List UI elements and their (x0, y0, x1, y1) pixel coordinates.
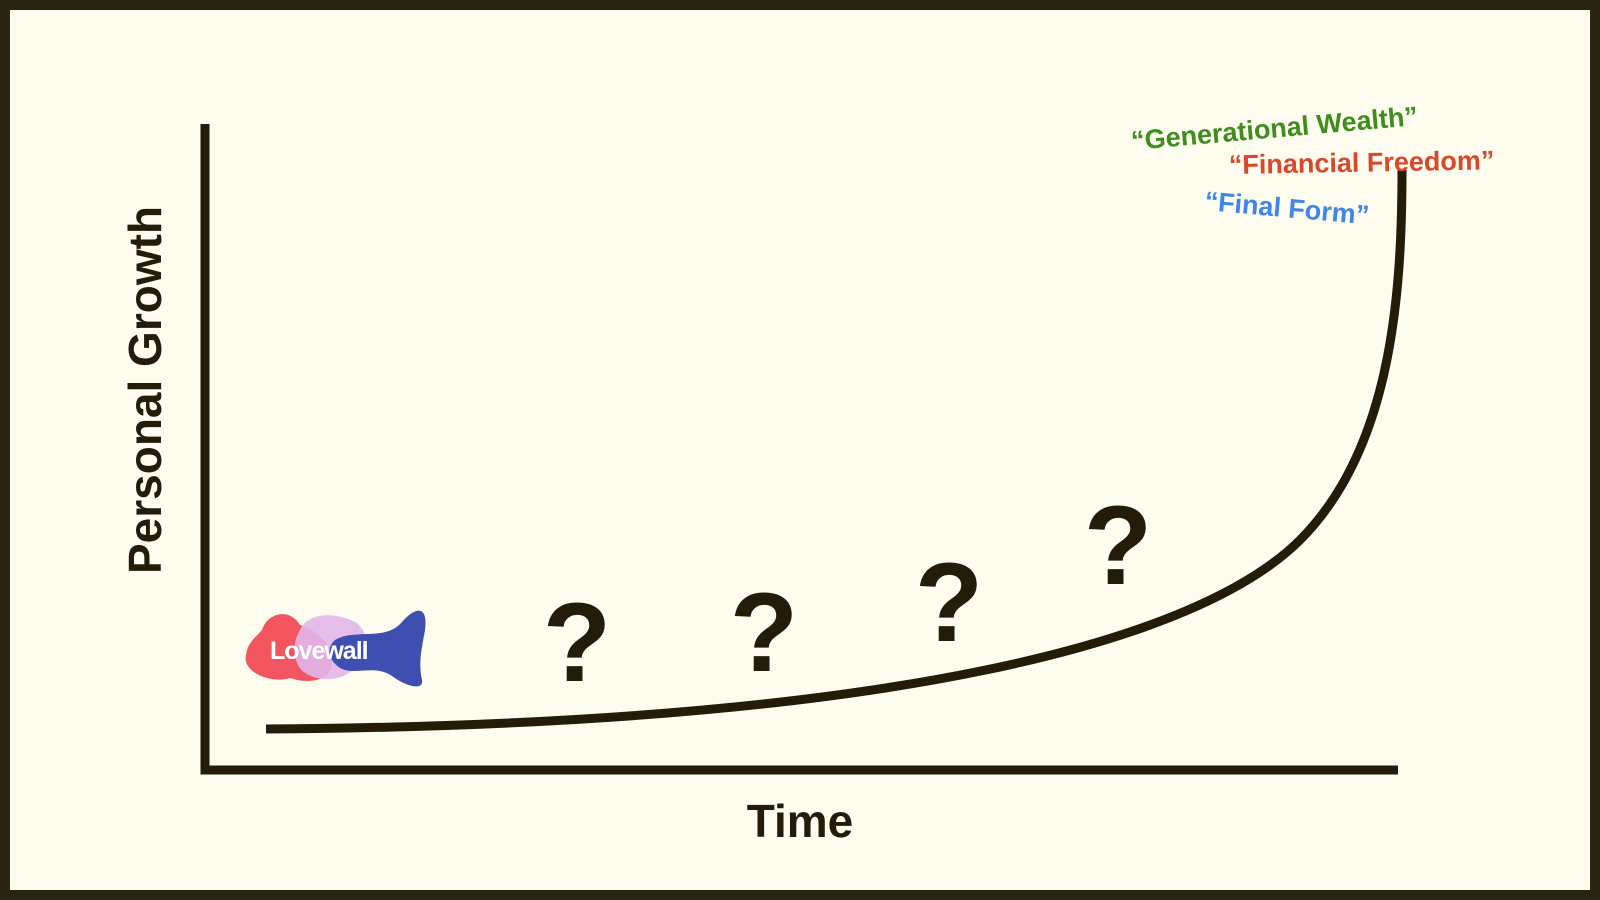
milestone-question-mark: ? (730, 570, 798, 695)
x-axis-label: Time (747, 795, 854, 847)
milestone-question-mark: ? (543, 580, 611, 705)
lovewall-logo: Lovewall (245, 610, 426, 687)
growth-curve (265, 169, 1407, 734)
logo-blob-right (329, 610, 426, 687)
axes (200, 124, 1398, 775)
logo-wordmark: Lovewall (270, 637, 368, 665)
milestone-question-mark: ? (915, 540, 983, 665)
goal-final-form: “Final Form” (1203, 186, 1370, 230)
milestone-question-mark: ? (1084, 483, 1152, 608)
goal-financial-freedom: “Financial Freedom” (1229, 145, 1495, 180)
y-axis-label: Personal Growth (119, 206, 171, 574)
